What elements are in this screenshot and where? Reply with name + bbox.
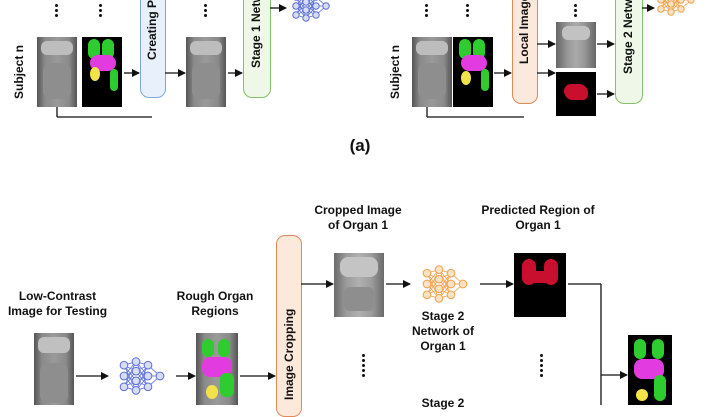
network-icons-layer: [0, 0, 720, 405]
neural-network-icon: [423, 266, 467, 302]
neural-network-icon: [120, 358, 164, 394]
neural-network-icon: [293, 0, 329, 21]
neural-network-icon: [658, 0, 694, 15]
